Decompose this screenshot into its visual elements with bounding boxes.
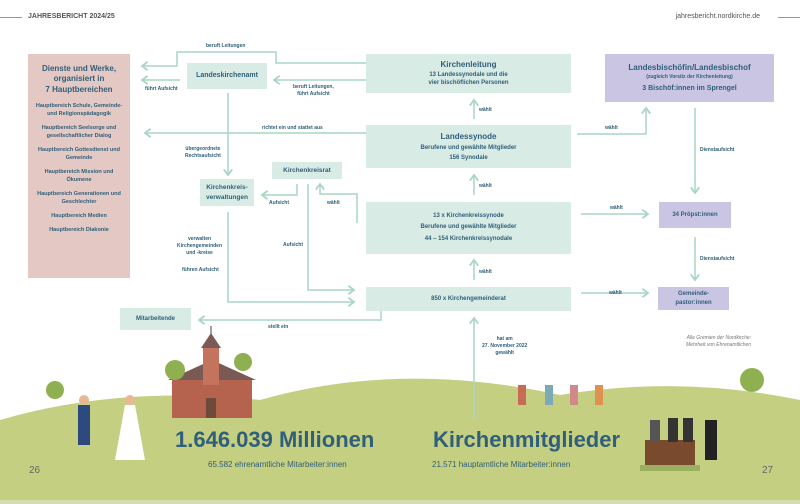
arrow-label: richtet ein und stattet aus [262, 125, 323, 131]
kirchenleitung-box: Kirchenleitung 13 Landessynodale und die… [366, 54, 571, 93]
box-title: Kirchenleitung [440, 60, 497, 70]
box-line: verwaltungen [206, 193, 248, 201]
box-line: 156 Synodale [449, 155, 488, 162]
header-rule-right [778, 17, 800, 18]
members-label: Kirchenmitglieder [433, 427, 621, 452]
arrow-label: Aufsicht [283, 242, 303, 248]
people-choir-icon [518, 385, 603, 405]
title-line: organisiert in [53, 74, 105, 84]
box-title: Landessynode [440, 131, 497, 141]
hauptbereich-item: Hauptbereich Seelsorge und gesellschaftl… [41, 125, 117, 140]
footnote: Alle Gremien der Nordkirche:Mehrheit von… [686, 335, 751, 349]
box-line: (zugleich Vorsitz der Kirchenleitung) [646, 73, 733, 80]
box-line: 13 x Kirchenkreissynode [433, 212, 504, 219]
box-line: 3 Bischöf:innen im Sprengel [642, 84, 737, 92]
label-line: verwalten [187, 236, 212, 242]
arrow-label: wählt [609, 290, 622, 296]
arrow-label: beruft Leitungen [206, 43, 246, 49]
header-rule-left [0, 17, 22, 18]
arrow-label: wählt [479, 183, 492, 189]
box-line: Gemeinde- [677, 290, 709, 297]
arrow-label: stellt ein [268, 324, 289, 330]
arrow-label: wählt [479, 107, 492, 113]
kirchenkreisrat-box: Kirchenkreisrat [272, 162, 342, 179]
box-line: 44 – 154 Kirchenkreissynodale [424, 235, 513, 242]
arrow-label: Aufsicht [269, 200, 289, 206]
kirchengemeinderat-box: 850 x Kirchengemeinderat [366, 287, 571, 311]
arrow-label: Dienstaufsicht [700, 256, 735, 262]
landessynode-box: Landessynode Berufene und gewählte Mitgl… [366, 125, 571, 168]
arrow-label: führt Aufsicht [145, 86, 178, 92]
arrow-label: wählt [610, 205, 623, 211]
hauptbereich-item: Hauptbereich Generationen und Geschlecht… [37, 190, 121, 205]
landeskirchenamt-box: Landeskirchenamt [187, 63, 267, 89]
funeral-icon [640, 418, 717, 471]
box-line: pastor:innen [675, 299, 712, 306]
box-line: Kirchenkreis- [206, 184, 248, 192]
label-line: 27. November 2022 [482, 343, 528, 349]
title-line: Dienste und Werke, [41, 64, 117, 73]
hauptbereich-item: Hauptbereich Schule, Gemeinde- und Relig… [35, 103, 123, 118]
arrow-label: wählt [327, 200, 340, 206]
label-line: Mehrheit von Ehrenamtlichen [686, 342, 752, 348]
label-line: Kirchengemeinden [177, 243, 223, 249]
label-line: gewählt [495, 350, 514, 356]
label-line: führt Aufsicht [297, 91, 330, 97]
box-line: 13 Landessynodale und die [429, 71, 508, 78]
volunteers-count: 65.582 ehrenamtliche Mitarbeiter:innen [208, 460, 347, 469]
hauptbereich-item: Hauptbereich Medien [51, 212, 107, 219]
arrow-label: führen Aufsicht [182, 267, 219, 273]
report-title: JAHRESBERICHT 2024/25 [28, 13, 115, 20]
box-line: vier bischöflichen Personen [428, 80, 509, 87]
wedding-couple-icon [78, 395, 145, 460]
proepste-box: 34 Pröpst:innen [659, 202, 731, 228]
arrow-label: Dienstaufsicht [700, 147, 735, 153]
hauptbereich-item: Hauptbereich Gottesdienst und Gemeinde [38, 147, 120, 162]
kirchenkreissynode-box: 13 x Kirchenkreissynode Berufene und gew… [366, 202, 571, 254]
kirchenkreisverwaltungen-box: Kirchenkreis- verwaltungen [200, 179, 254, 206]
arrow-label: beruft Leitungen,führt Aufsicht [293, 84, 334, 98]
staff-count: 21.571 hauptamtliche Mitarbeiter:innen [432, 460, 571, 469]
label-line: Rechtsaufsicht [185, 153, 221, 159]
label-line: übergeordnete [185, 146, 221, 152]
church-icon [168, 326, 256, 418]
website-link[interactable]: jahresbericht.nordkirche.de [675, 13, 760, 20]
tree-icon [46, 353, 764, 399]
gemeindepastoren-box: Gemeinde- pastor:innen [658, 287, 729, 310]
page-number-right: 27 [762, 465, 774, 476]
label-line: Alle Gremien der Nordkirche: [686, 335, 752, 341]
title-line: 7 Hauptbereichen [45, 84, 113, 94]
page-number-left: 26 [29, 465, 41, 476]
hauptbereich-item: Hauptbereich Diakonie [49, 226, 109, 233]
label-line: beruft Leitungen, [293, 84, 334, 90]
hauptbereich-item: Hauptbereich Mission und Ökumene [44, 168, 114, 183]
arrow-label: wählt [479, 269, 492, 275]
arrow-label: wählt [605, 125, 618, 131]
label-line: hat am [496, 336, 513, 342]
box-line: Berufene und gewählte Mitglieder [420, 145, 517, 152]
members-count: 1.646.039 Millionen [175, 427, 375, 452]
landesbischof-box: Landesbischöfin/Landesbischof (zugleich … [605, 54, 774, 102]
label-line: und -kreise [186, 250, 213, 256]
box-line: Berufene und gewählte Mitglieder [420, 224, 517, 231]
box-title: Landesbischöfin/Landesbischof [628, 63, 751, 72]
mitarbeitende-box: Mitarbeitende [120, 308, 191, 330]
